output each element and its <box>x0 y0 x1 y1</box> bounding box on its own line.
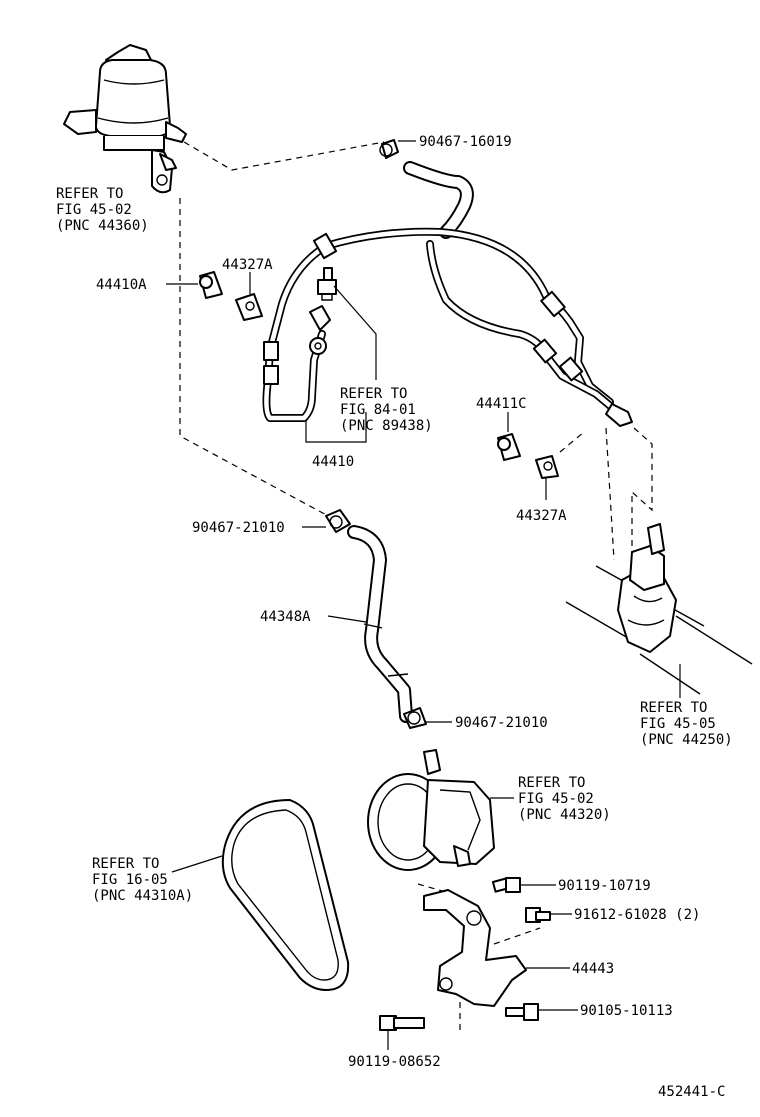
banjo-bolt-a[interactable] <box>199 271 223 299</box>
hose-clamp-mid[interactable] <box>325 509 351 533</box>
leader-line <box>333 285 377 380</box>
sensor-refer-text: REFER TO FIG 84-01 (PNC 89438) <box>340 386 433 434</box>
hose-clamp-top[interactable] <box>379 139 399 159</box>
steering-gear-housing[interactable] <box>565 523 753 695</box>
connection-line <box>631 427 653 560</box>
drive-belt[interactable] <box>221 799 350 991</box>
svg-text:FIG 45-02: FIG 45-02 <box>56 202 132 218</box>
svg-text:FIG 84-01: FIG 84-01 <box>340 402 416 418</box>
tube-clamp-a[interactable] <box>235 293 263 321</box>
bolt-4-label: 90119-08652 <box>348 1054 441 1070</box>
bolt-1-label: 90119-10719 <box>558 878 651 894</box>
svg-text:(PNC 44310A): (PNC 44310A) <box>92 888 193 904</box>
hose-clamp-low[interactable] <box>403 707 427 729</box>
bolt-2-label: 91612-61028 (2) <box>574 907 700 923</box>
svg-text:(PNC 44360): (PNC 44360) <box>56 218 149 234</box>
clamp-b-label: 44327A <box>516 508 567 524</box>
pressure-sensor[interactable] <box>317 267 337 301</box>
svg-text:(PNC 44320): (PNC 44320) <box>518 807 611 823</box>
bolt-90105-10113[interactable] <box>505 1003 539 1021</box>
bolt-3-label: 90105-10113 <box>580 1003 673 1019</box>
svg-text:FIG 16-05: FIG 16-05 <box>92 872 168 888</box>
leader-line <box>327 615 367 623</box>
connection-line <box>559 431 585 453</box>
power-steering-pump[interactable] <box>367 749 495 871</box>
clamp-a-label: 44327A <box>222 257 273 273</box>
return-hose-label: 44348A <box>260 609 311 625</box>
svg-text:REFER TO: REFER TO <box>56 186 123 202</box>
connection-line <box>605 427 615 561</box>
return-tube[interactable] <box>322 227 633 427</box>
svg-text:(PNC 44250): (PNC 44250) <box>640 732 733 748</box>
bolt-91612-61028[interactable] <box>525 907 551 923</box>
clamp-low-label: 90467-21010 <box>455 715 548 731</box>
banjo-bolt-c[interactable] <box>497 433 521 461</box>
svg-text:FIG 45-05: FIG 45-05 <box>640 716 716 732</box>
supply-hose[interactable] <box>403 161 474 239</box>
svg-text:REFER TO: REFER TO <box>518 775 585 791</box>
pressure-tube[interactable] <box>262 232 338 422</box>
bolt-90119-08652[interactable] <box>379 1015 425 1031</box>
svg-text:REFER TO: REFER TO <box>640 700 707 716</box>
bolt-90119-10719[interactable] <box>491 877 521 893</box>
belt-refer-text: REFER TO FIG 16-05 (PNC 44310A) <box>92 856 193 904</box>
connection-line <box>183 141 385 171</box>
svg-text:REFER TO: REFER TO <box>340 386 407 402</box>
pump-bracket[interactable] <box>423 889 527 1007</box>
reservoir-tank[interactable] <box>63 44 187 194</box>
return-hose[interactable] <box>347 525 413 723</box>
tube-clamp-b[interactable] <box>535 455 559 479</box>
connection-line <box>179 198 333 519</box>
svg-text:REFER TO: REFER TO <box>92 856 159 872</box>
clamp-mid-label: 90467-21010 <box>192 520 285 536</box>
leader-line <box>305 412 367 443</box>
bolt-a-label: 44410A <box>96 277 147 293</box>
connection-line <box>417 883 447 893</box>
leader-line <box>171 855 223 873</box>
bracket-label: 44443 <box>572 961 614 977</box>
gear-refer-text: REFER TO FIG 45-05 (PNC 44250) <box>640 700 733 748</box>
connection-line <box>493 927 541 945</box>
diagram-id: 452441-C <box>658 1084 725 1100</box>
reservoir-refer-text: REFER TO FIG 45-02 (PNC 44360) <box>56 186 149 234</box>
clamp-top-label: 90467-16019 <box>419 134 512 150</box>
bolt-c-label: 44411C <box>476 396 527 412</box>
pump-refer-text: REFER TO FIG 45-02 (PNC 44320) <box>518 775 611 823</box>
pressure-tube-label: 44410 <box>312 454 354 470</box>
svg-text:(PNC 89438): (PNC 89438) <box>340 418 433 434</box>
svg-text:FIG 45-02: FIG 45-02 <box>518 791 594 807</box>
